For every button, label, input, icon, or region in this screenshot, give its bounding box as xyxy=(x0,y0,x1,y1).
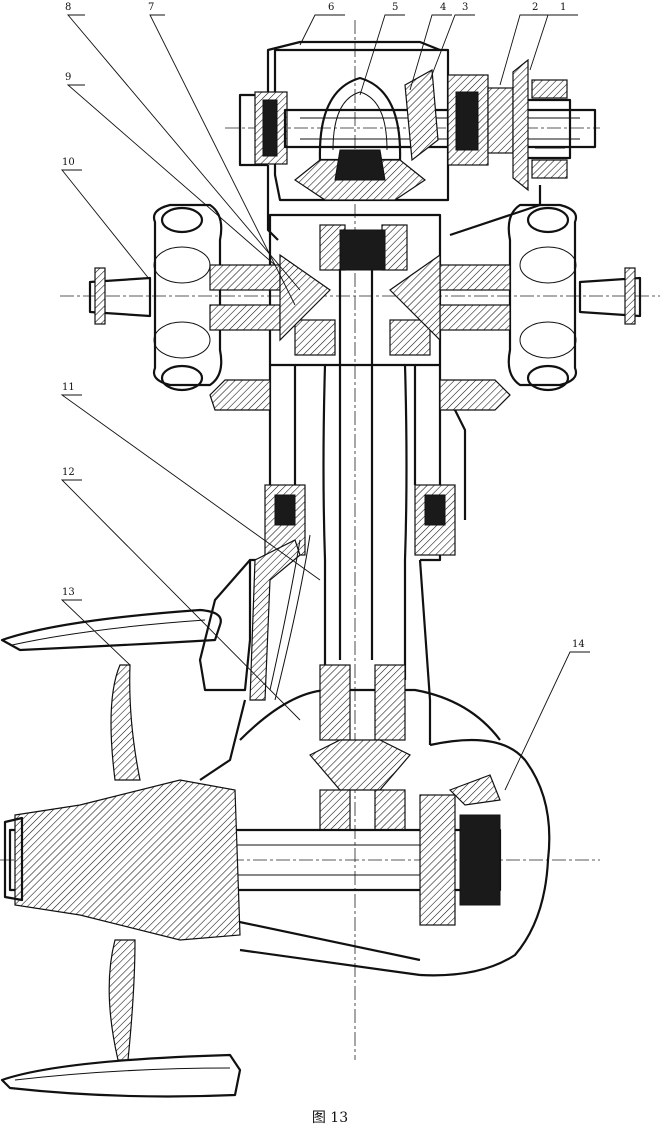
part-label-11: 11 xyxy=(62,382,75,393)
part-label-12: 12 xyxy=(62,467,75,478)
left-clutch-assembly xyxy=(88,203,331,392)
part-label-5: 5 xyxy=(392,2,398,13)
part-label-8: 8 xyxy=(65,2,71,13)
sail-leg-housing xyxy=(198,534,432,781)
part-label-6: 6 xyxy=(328,2,334,13)
part-label-13: 13 xyxy=(62,587,75,598)
right-clutch-assembly xyxy=(389,203,642,392)
middle-gear-housing xyxy=(268,213,442,367)
part-label-1: 1 xyxy=(560,2,566,13)
part-label-9: 9 xyxy=(65,72,71,83)
leader-lines xyxy=(60,14,590,791)
vertical-drive-column xyxy=(209,270,511,680)
part-label-7: 7 xyxy=(148,2,154,13)
propeller xyxy=(0,608,242,1098)
part-label-4: 4 xyxy=(440,2,446,13)
upper-gear-housing xyxy=(238,48,597,237)
part-label-2: 2 xyxy=(532,2,538,13)
part-label-3: 3 xyxy=(462,2,468,13)
part-label-14: 14 xyxy=(572,639,585,650)
part-labels: 1 2 3 4 5 6 7 8 9 10 11 12 13 14 xyxy=(62,2,585,650)
cooling-pipe xyxy=(266,40,441,241)
figure-caption: 图 13 xyxy=(312,1110,348,1126)
part-label-10: 10 xyxy=(62,157,75,168)
